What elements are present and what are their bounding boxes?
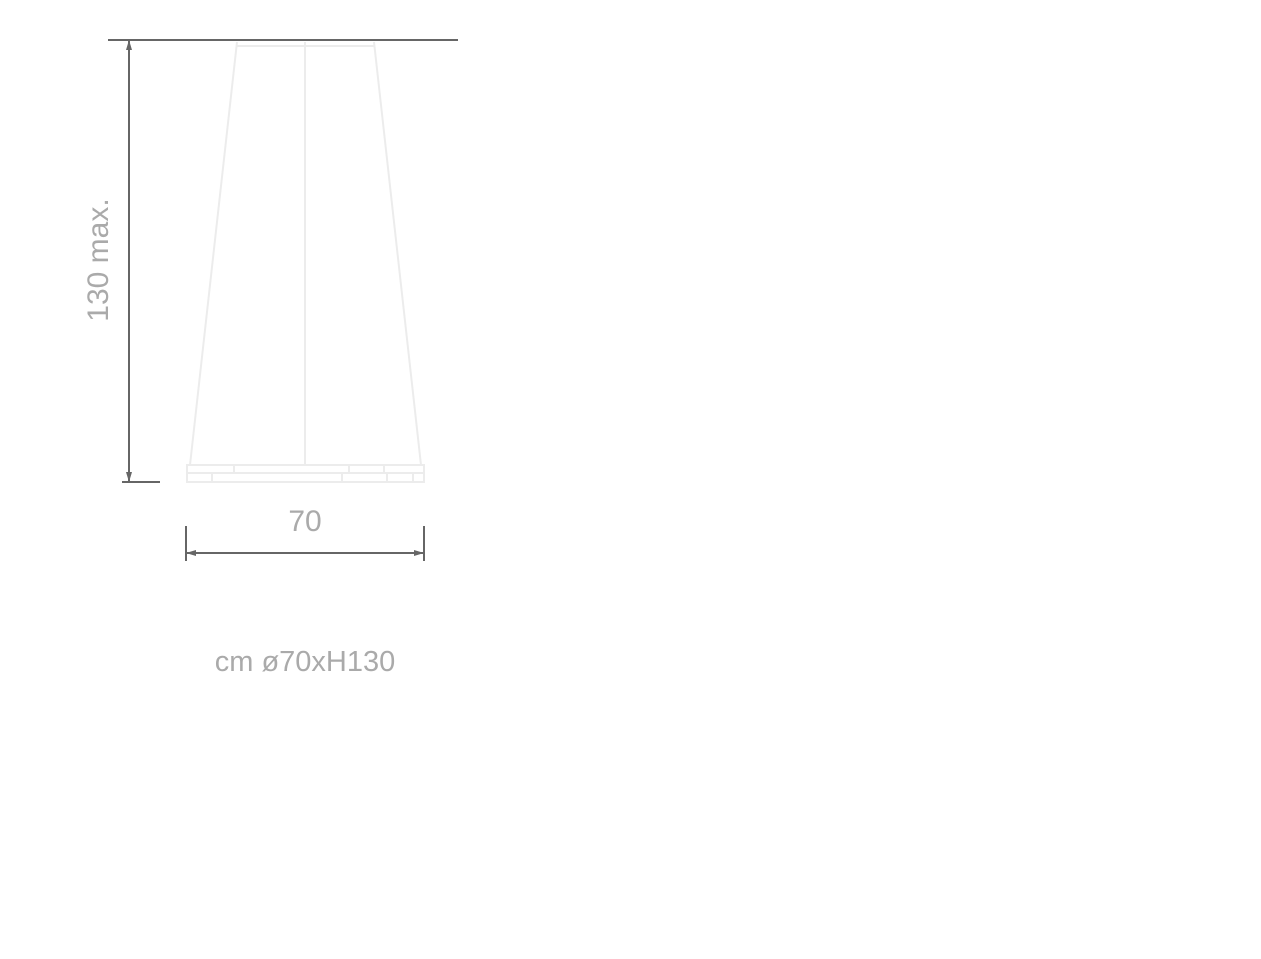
size-summary: cm ø70xH130 xyxy=(215,646,396,678)
height-dimension xyxy=(108,39,458,483)
left-leg xyxy=(189,41,238,466)
width-dimension xyxy=(185,526,425,561)
right-leg xyxy=(373,41,422,466)
arrow-up-icon xyxy=(126,40,132,50)
height-label: 130 max. xyxy=(82,198,115,321)
width-label: 70 xyxy=(288,505,321,538)
arrow-left-icon xyxy=(186,550,196,556)
arrow-right-icon xyxy=(414,550,424,556)
arrow-down-icon xyxy=(126,472,132,482)
table-outline xyxy=(186,41,425,483)
